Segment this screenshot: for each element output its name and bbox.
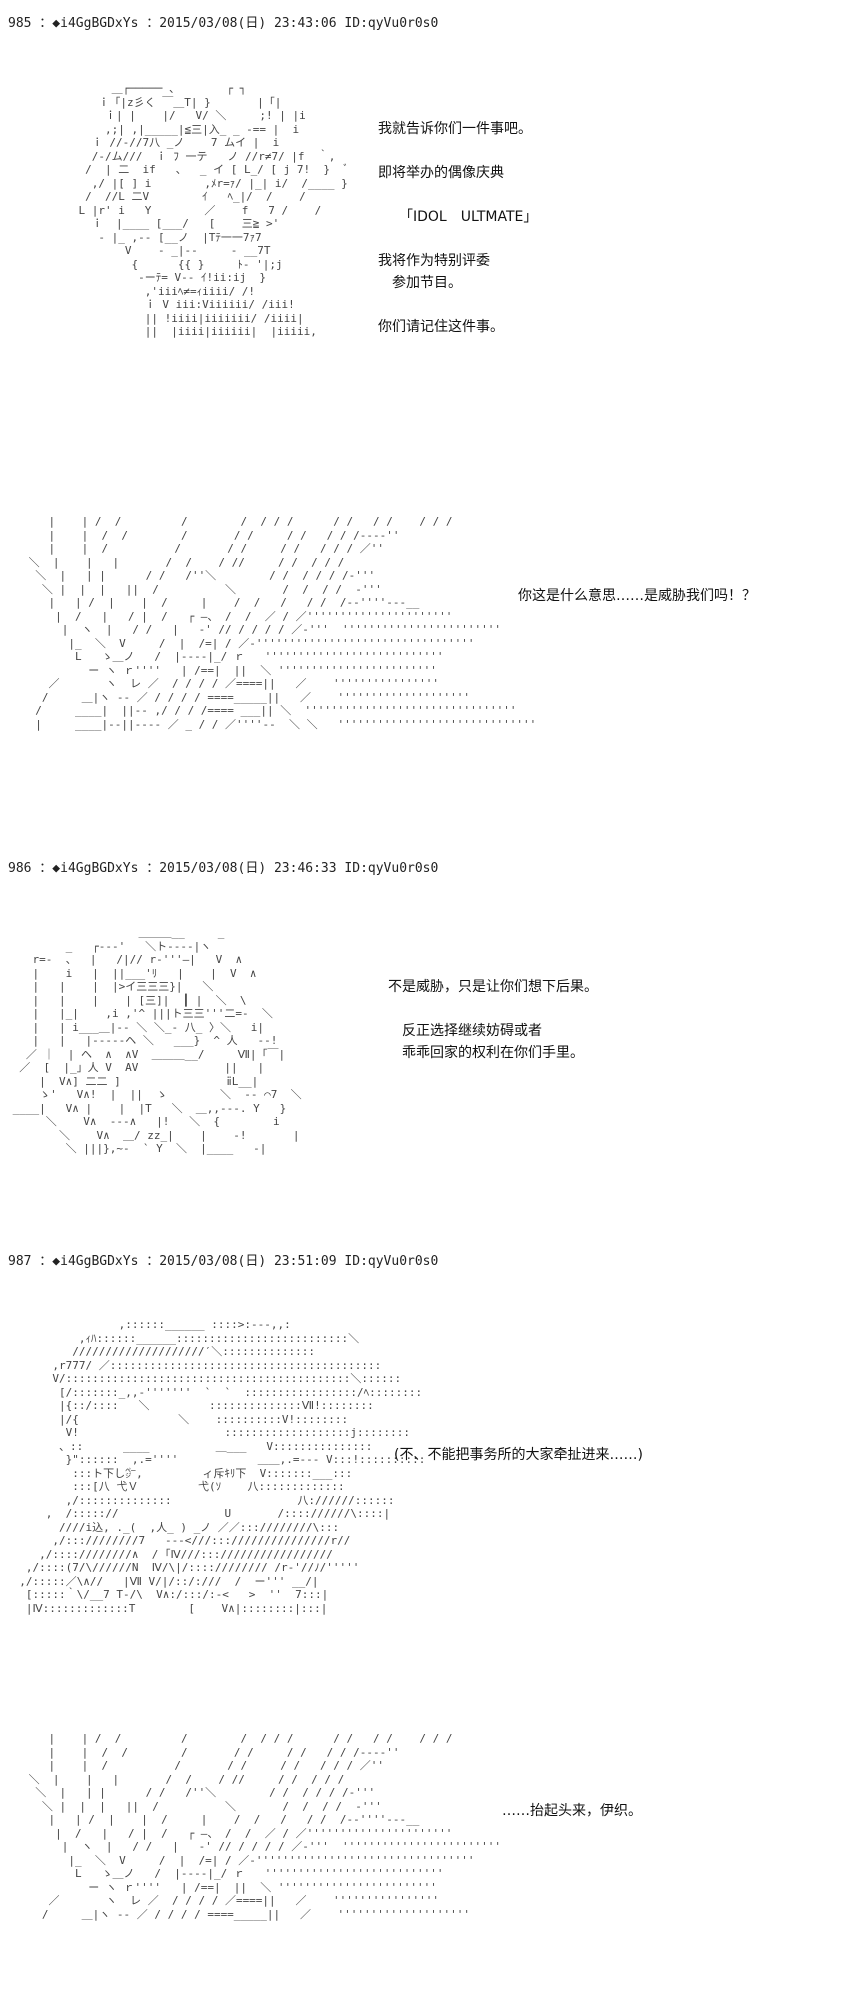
dialogue-987-1: (不、不能把事务所的大家牵扯进来……) — [394, 1444, 643, 1466]
dialogue-line: 你这是什么意思……是威胁我们吗！？ — [518, 588, 756, 604]
ascii-art-character-985: ＿┌───── 、 ┌ ┐ ｉ「|z彡く ￣＿T| } |「| ｉ| | |/ … — [78, 82, 349, 338]
dialogue-987-2: ……抬起头来，伊织。 — [502, 1800, 642, 1822]
dialogue-line: 反正选择继续妨碍或者 — [388, 1023, 542, 1039]
dialogue-line: 不是威胁，只是让你们想下后果。 — [388, 979, 598, 995]
dialogue-line: 我将作为特别评委 — [378, 253, 490, 269]
dialogue-986-1: 不是威胁，只是让你们想下后果。 反正选择继续妨碍或者 乖乖回家的权利在你们手里。 — [388, 976, 598, 1064]
dialogue-line: 乖乖回家的权利在你们手里。 — [388, 1045, 584, 1061]
ascii-art-character-987: ,::::::______ ::::>:‐‐‐,,: ,ｨﾊ::::::____… — [19, 1318, 426, 1615]
dialogue-line: 参加节目。 — [378, 275, 462, 291]
ascii-art-speedlines-985: | | / / / / / / / / / / / / / / | | / / … — [28, 515, 537, 731]
dialogue-line: 「IDOL ULTMATE」 — [378, 209, 538, 225]
ascii-art-character-986: ＿＿＿__ _ _ ┌‐‐‐' ＼ト‐‐‐‐|ヽ r=- 、 | /|// r‐… — [12, 926, 302, 1155]
dialogue-985-2: 你这是什么意思……是威胁我们吗！？ — [518, 585, 756, 607]
dialogue-985-1: 我就告诉你们一件事吧。 即将举办的偶像庆典 「IDOL ULTMATE」 我将作… — [378, 118, 537, 338]
dialogue-line: (不、不能把事务所的大家牵扯进来……) — [394, 1447, 643, 1463]
dialogue-line: ……抬起头来，伊织。 — [502, 1803, 642, 1819]
dialogue-line: 你们请记住这件事。 — [378, 319, 504, 335]
post-header-986: 986 ：◆i4GgBGDxYs ：2015/03/08(日) 23:46:33… — [8, 861, 439, 876]
ascii-art-speedlines-987: | | / / / / / / / / / / / / / / | | / / … — [28, 1732, 501, 1921]
post-header-985: 985 ：◆i4GgBGDxYs ：2015/03/08(日) 23:43:06… — [8, 16, 439, 31]
dialogue-line: 即将举办的偶像庆典 — [378, 165, 504, 181]
dialogue-line: 我就告诉你们一件事吧。 — [378, 121, 532, 137]
post-header-987: 987 ：◆i4GgBGDxYs ：2015/03/08(日) 23:51:09… — [8, 1254, 439, 1269]
